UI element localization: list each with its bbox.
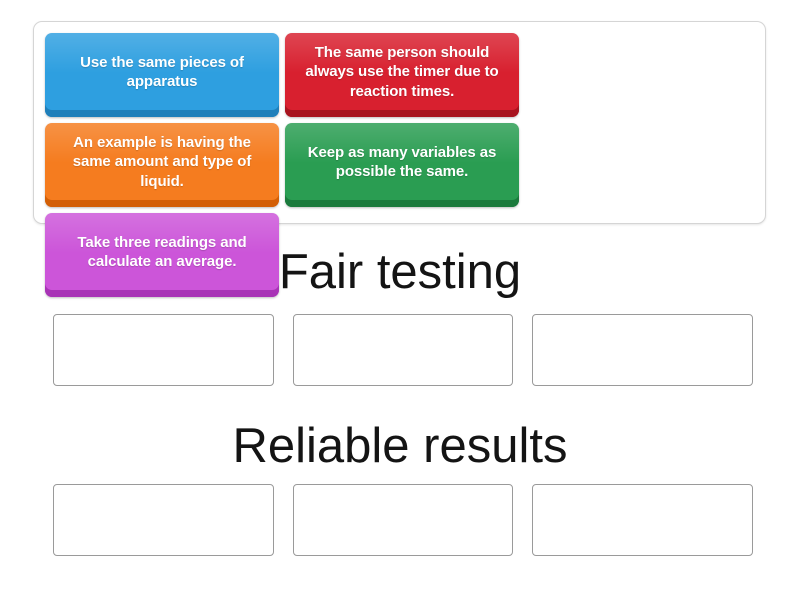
category-heading-reliable-results: Reliable results (232, 419, 568, 473)
draggable-tile-green[interactable]: Keep as many variables as possible the s… (285, 123, 519, 207)
tile-label: Use the same pieces of apparatus (80, 53, 244, 91)
tile-label: An example is having the same amount and… (72, 133, 252, 190)
tile-label: Take three readings and calculate an ave… (77, 233, 247, 271)
tile-grid: Use the same pieces of apparatus The sam… (45, 33, 757, 297)
dropzone-reliable-results-3[interactable] (532, 484, 754, 556)
dropzone-reliable-results-2[interactable] (292, 484, 514, 556)
draggable-tile-blue[interactable]: Use the same pieces of apparatus (45, 33, 279, 117)
tile-label: Keep as many variables as possible the s… (307, 143, 497, 181)
draggable-tile-orange[interactable]: An example is having the same amount and… (45, 123, 279, 207)
dropzone-fair-testing-3[interactable] (532, 314, 754, 386)
draggable-tile-magenta[interactable]: Take three readings and calculate an ave… (45, 213, 279, 297)
dropzone-fair-testing-1[interactable] (53, 314, 274, 386)
dropzone-fair-testing-2[interactable] (292, 314, 514, 386)
dropzone-row-fair-testing (53, 314, 754, 386)
category-heading-fair-testing: Fair testing (278, 245, 522, 299)
tile-label: The same person should always use the ti… (305, 43, 499, 100)
answer-tile-tray: Use the same pieces of apparatus The sam… (33, 21, 766, 297)
draggable-tile-red[interactable]: The same person should always use the ti… (285, 33, 519, 117)
dropzone-row-reliable-results (53, 484, 754, 556)
dropzone-reliable-results-1[interactable] (53, 484, 274, 556)
